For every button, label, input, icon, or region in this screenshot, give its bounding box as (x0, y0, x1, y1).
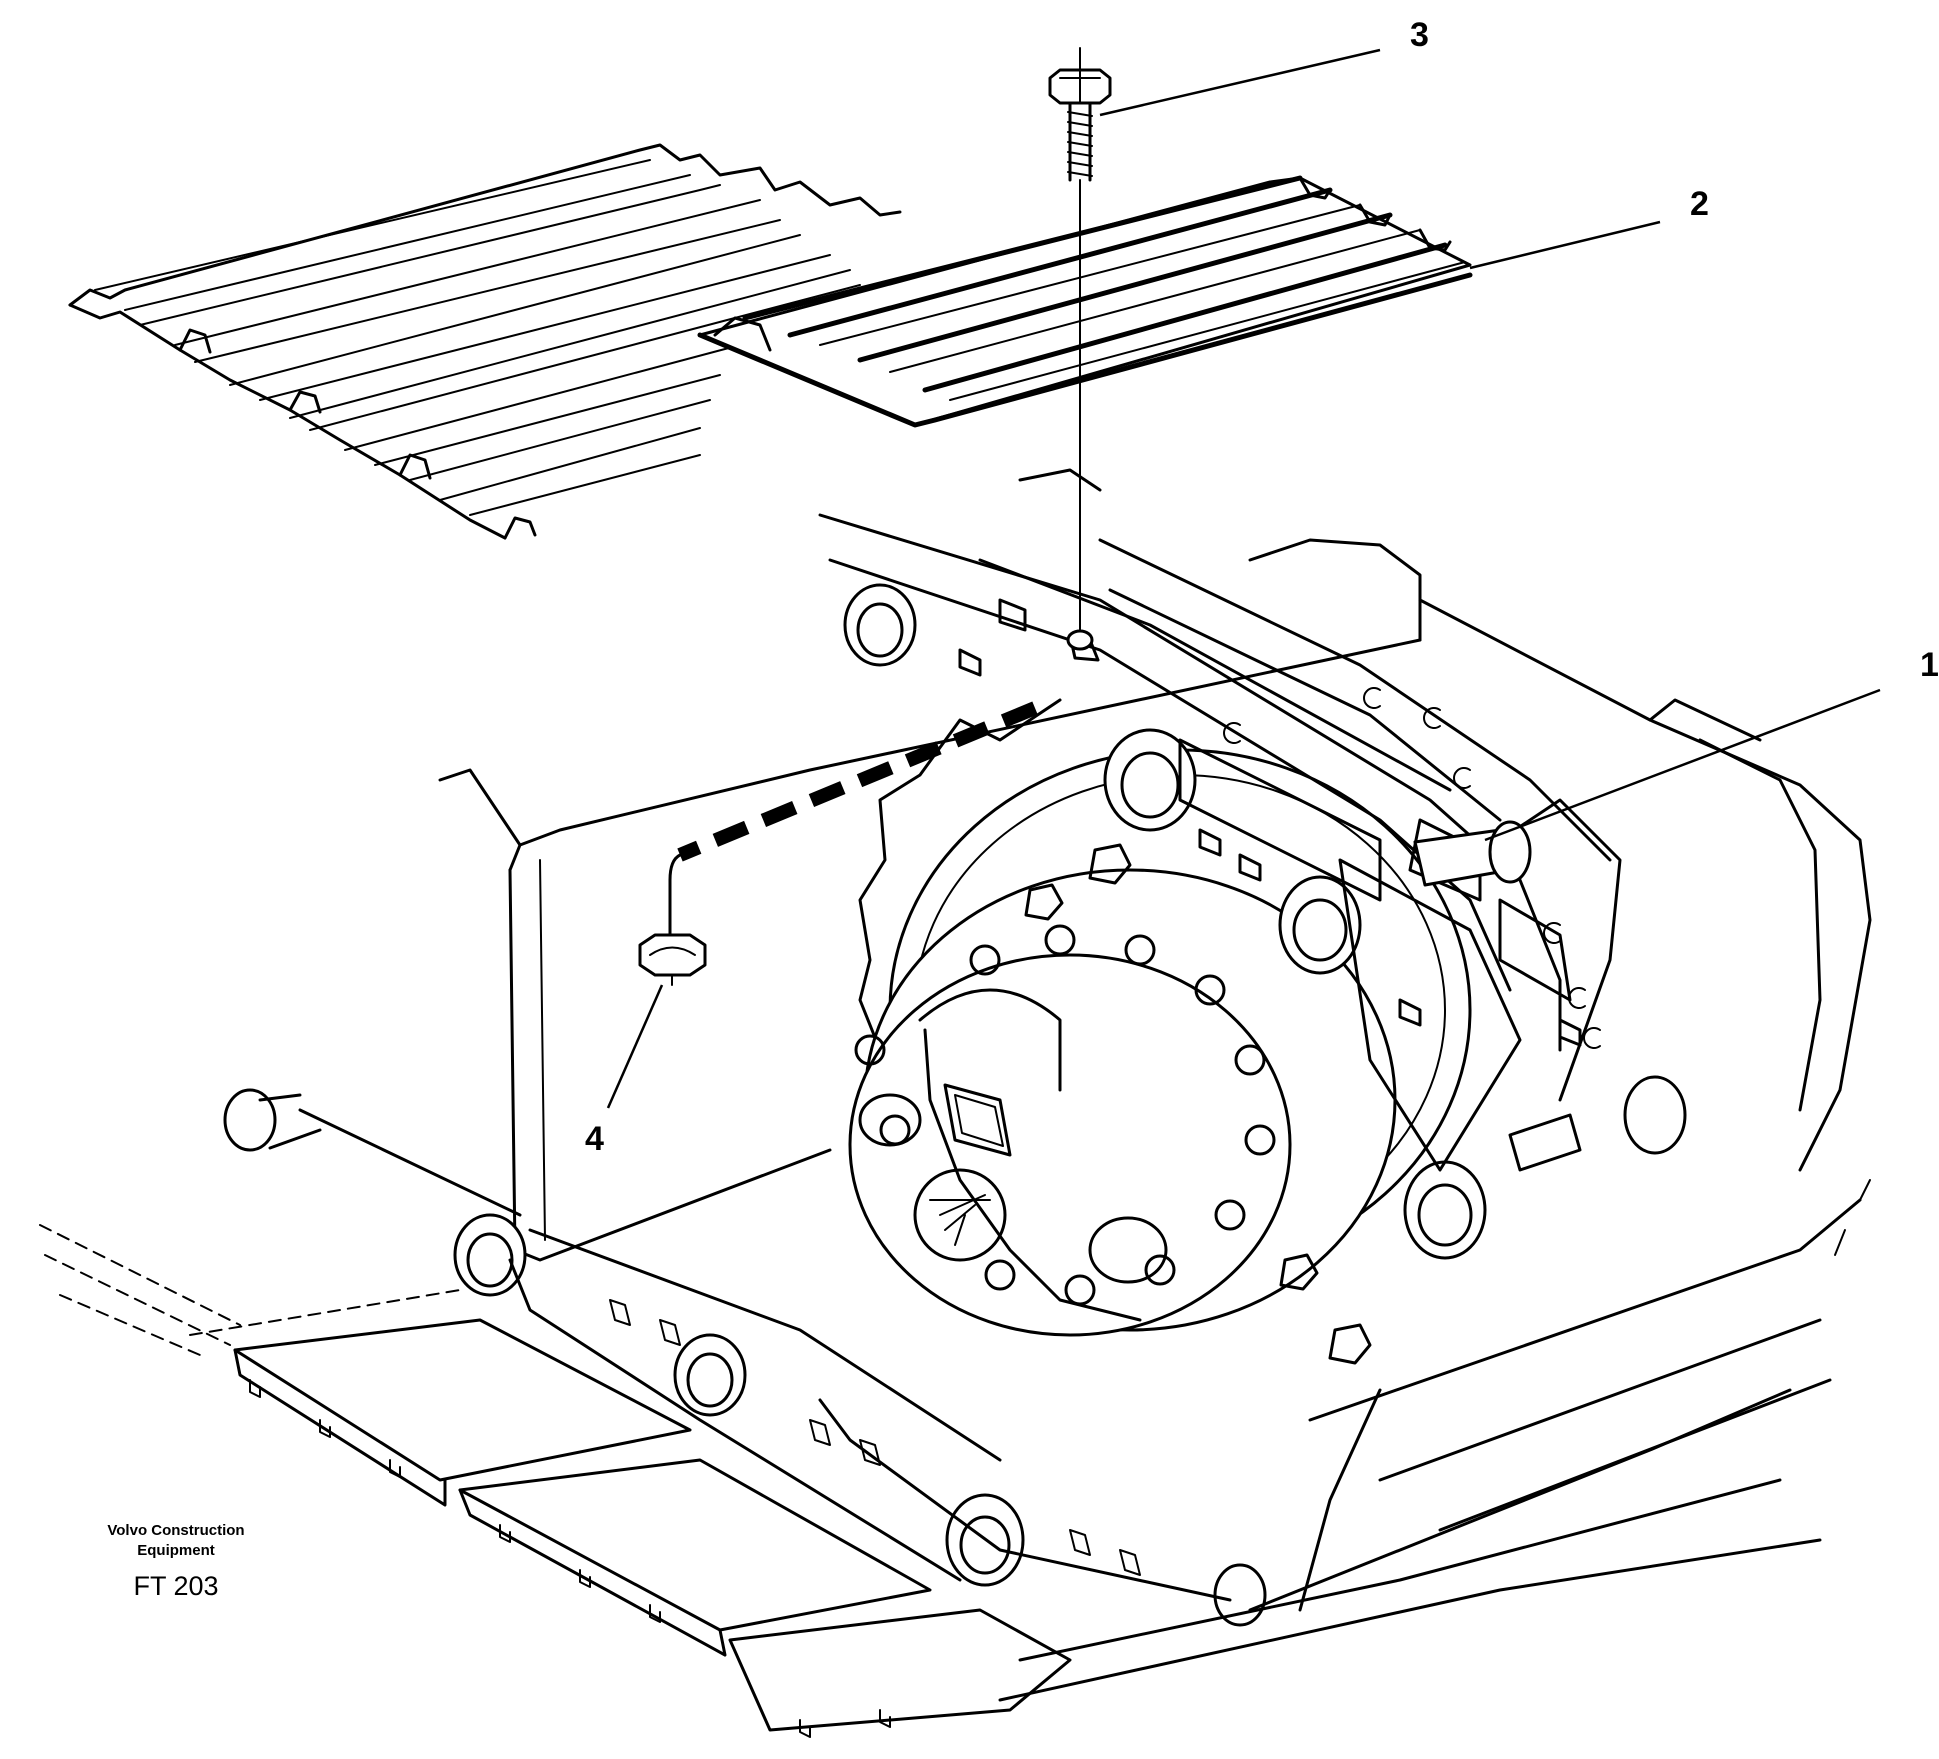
track-bolt (1048, 47, 1112, 641)
callout-1: 1 (1920, 646, 1939, 684)
upper-track-shoes (68, 143, 1473, 540)
track-chain (818, 513, 1687, 1260)
leader-line-4 (606, 984, 664, 1109)
final-drive-hub (848, 843, 1397, 1365)
track-nut (638, 701, 1038, 986)
leader-line-3 (1099, 48, 1381, 117)
callout-2: 2 (1690, 185, 1709, 223)
credit-equipment-line: Equipment (137, 1542, 215, 1559)
credit-company-line: Volvo Construction (107, 1522, 244, 1539)
track-frame (438, 468, 1872, 1262)
figure-code: FT 203 (133, 1571, 218, 1601)
leader-line-2 (1469, 220, 1661, 270)
callout-3: 3 (1410, 16, 1429, 54)
leader-lines (606, 48, 1881, 1109)
lower-track (39, 1088, 1871, 1738)
callout-4: 4 (585, 1120, 604, 1158)
leader-line-1 (1484, 688, 1881, 842)
